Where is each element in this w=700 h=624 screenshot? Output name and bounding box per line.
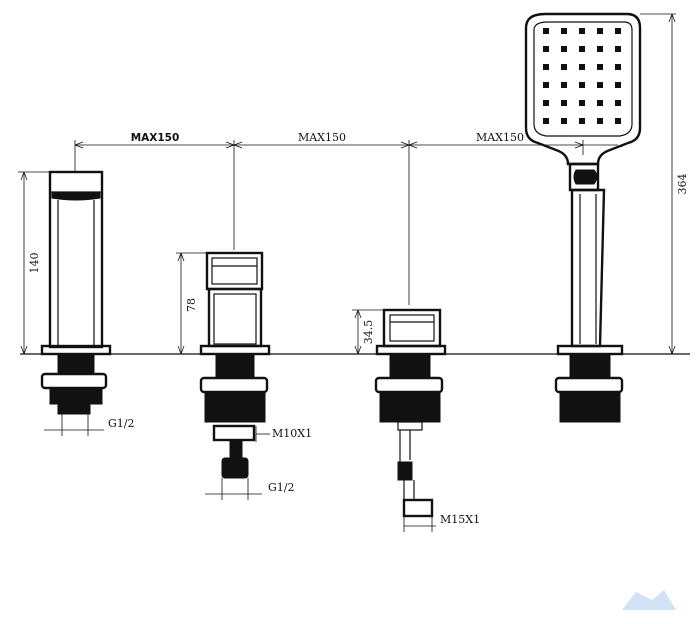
hand-shower-height-label: 364	[676, 174, 689, 195]
spray-nozzle	[597, 46, 603, 52]
diverter: 34.5 M15X1	[352, 308, 480, 532]
diverter-thread-label: M15X1	[440, 513, 480, 526]
spray-nozzle	[579, 118, 585, 124]
valve-upper-thread-label: M10X1	[272, 427, 312, 440]
spray-nozzle	[597, 28, 603, 34]
spray-nozzle	[543, 46, 549, 52]
spray-nozzle	[615, 64, 621, 70]
valve: 78 M10X1 G1/2	[176, 251, 312, 500]
spray-nozzle	[561, 46, 567, 52]
spray-nozzle	[597, 64, 603, 70]
spray-nozzle	[543, 118, 549, 124]
spray-nozzle	[615, 118, 621, 124]
spray-nozzle	[615, 28, 621, 34]
hand-shower: 364	[524, 12, 689, 423]
spray-nozzles	[543, 28, 621, 124]
spray-nozzle	[615, 46, 621, 52]
spout-height-label: 140	[28, 253, 41, 274]
spray-nozzle	[543, 100, 549, 106]
spray-nozzle	[579, 82, 585, 88]
watermark-icon	[622, 590, 676, 610]
spout: 140 G1/2	[18, 170, 135, 436]
spacing-label-1: MAX150	[131, 132, 180, 144]
spray-nozzle	[615, 100, 621, 106]
spacing-label-3: MAX150	[476, 131, 524, 144]
spray-nozzle	[561, 82, 567, 88]
spray-nozzle	[579, 64, 585, 70]
spray-nozzle	[561, 64, 567, 70]
spray-nozzle	[561, 28, 567, 34]
spray-nozzle	[579, 28, 585, 34]
spray-nozzle	[561, 100, 567, 106]
spray-nozzle	[543, 82, 549, 88]
spacing-label-2: MAX150	[298, 131, 346, 144]
spray-nozzle	[597, 118, 603, 124]
spray-nozzle	[543, 28, 549, 34]
spacing-dimension: MAX150 MAX150 MAX150	[74, 131, 618, 305]
spray-nozzle	[579, 100, 585, 106]
spout-thread-label: G1/2	[108, 417, 135, 430]
valve-lower-thread-label: G1/2	[268, 481, 295, 494]
spray-nozzle	[543, 64, 549, 70]
spray-nozzle	[615, 82, 621, 88]
spray-nozzle	[597, 100, 603, 106]
diverter-height-label: 34.5	[362, 320, 375, 345]
spray-nozzle	[597, 82, 603, 88]
spray-nozzle	[561, 118, 567, 124]
valve-height-label: 78	[185, 298, 198, 312]
spray-nozzle	[579, 46, 585, 52]
